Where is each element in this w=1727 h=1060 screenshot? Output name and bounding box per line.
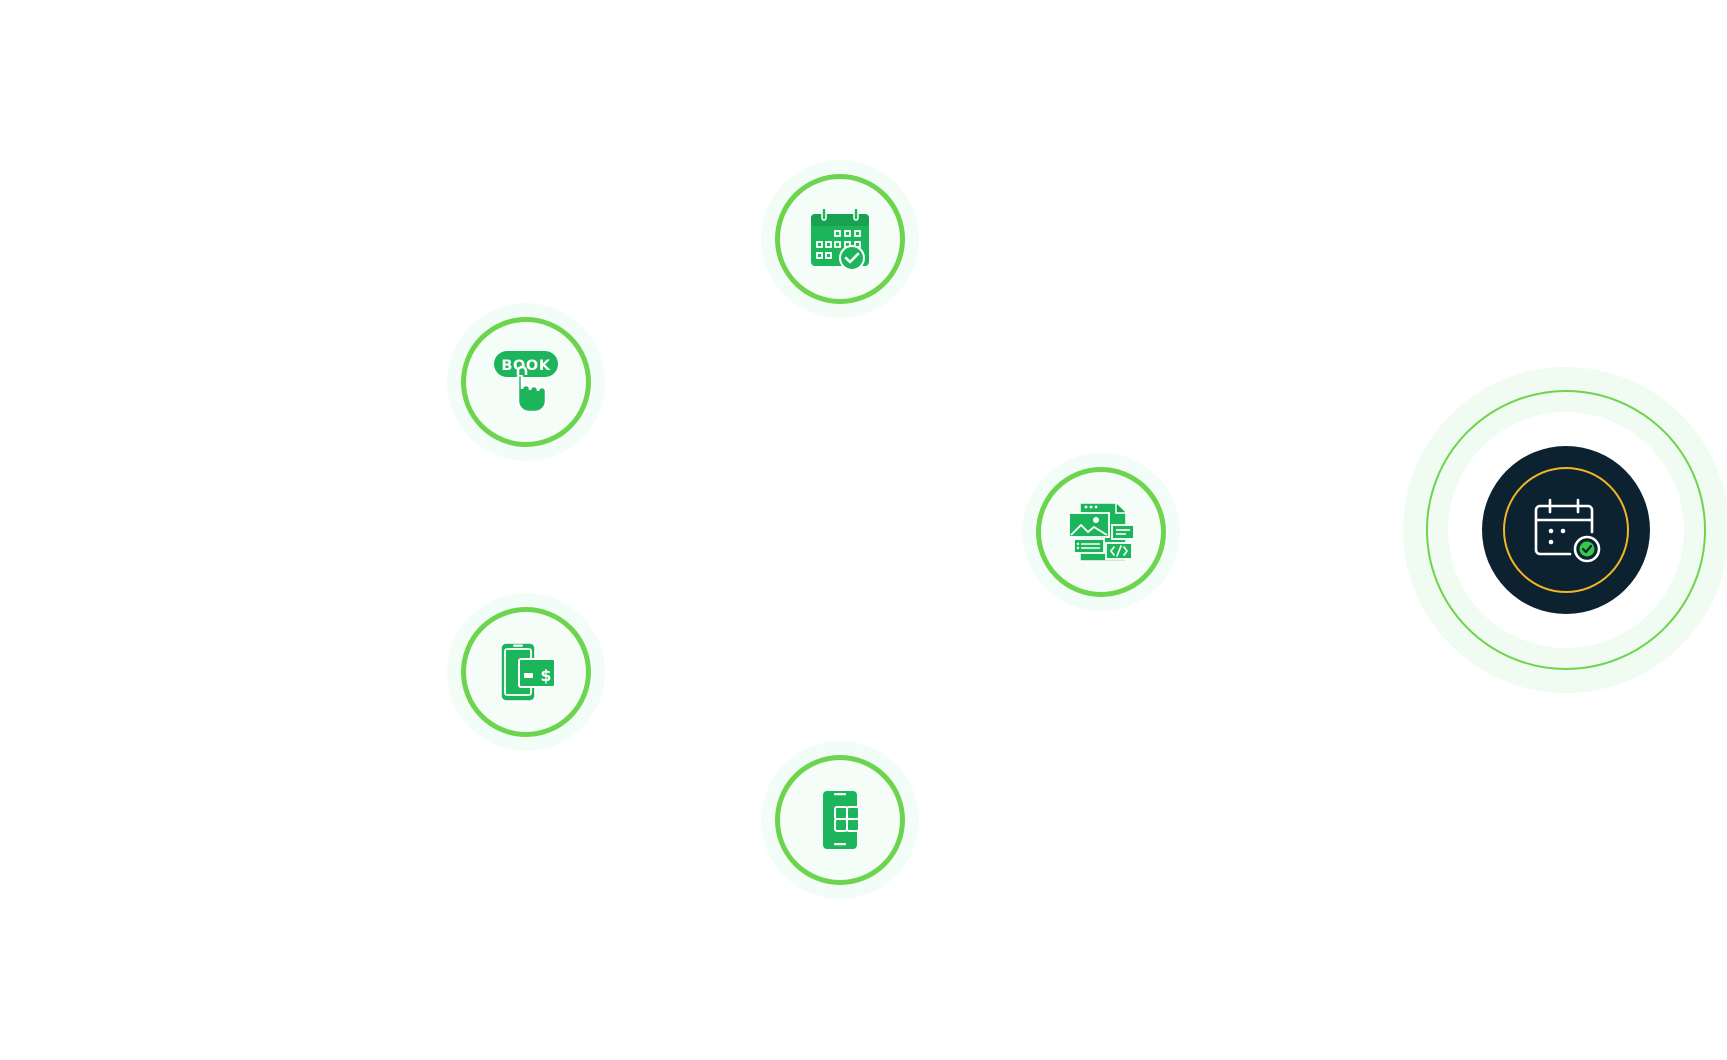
mobile-payment-icon: $ — [500, 642, 556, 702]
node-web-design[interactable] — [1022, 453, 1180, 611]
node-ring — [775, 755, 905, 885]
calendar-check-outline-icon — [1534, 498, 1601, 563]
node-book[interactable]: BOOK — [447, 303, 605, 461]
node-calendar[interactable] — [761, 160, 919, 318]
node-ring: $ — [461, 607, 591, 737]
book-button-icon: BOOK — [494, 351, 558, 414]
book-label: BOOK — [501, 358, 551, 374]
web-design-icon — [1068, 502, 1135, 562]
hub-outer-ring — [1426, 390, 1706, 670]
dollar-sign: $ — [540, 666, 551, 685]
node-ring — [1036, 467, 1166, 597]
node-mobile-app[interactable] — [761, 741, 919, 899]
mobile-app-icon — [823, 791, 860, 849]
node-ring: BOOK — [461, 317, 591, 447]
hub-gold-ring — [1503, 467, 1629, 593]
hub-core-button[interactable] — [1482, 446, 1650, 614]
node-mobile-payment[interactable]: $ — [447, 593, 605, 751]
calendar-check-icon — [811, 207, 869, 271]
node-ring — [775, 174, 905, 304]
